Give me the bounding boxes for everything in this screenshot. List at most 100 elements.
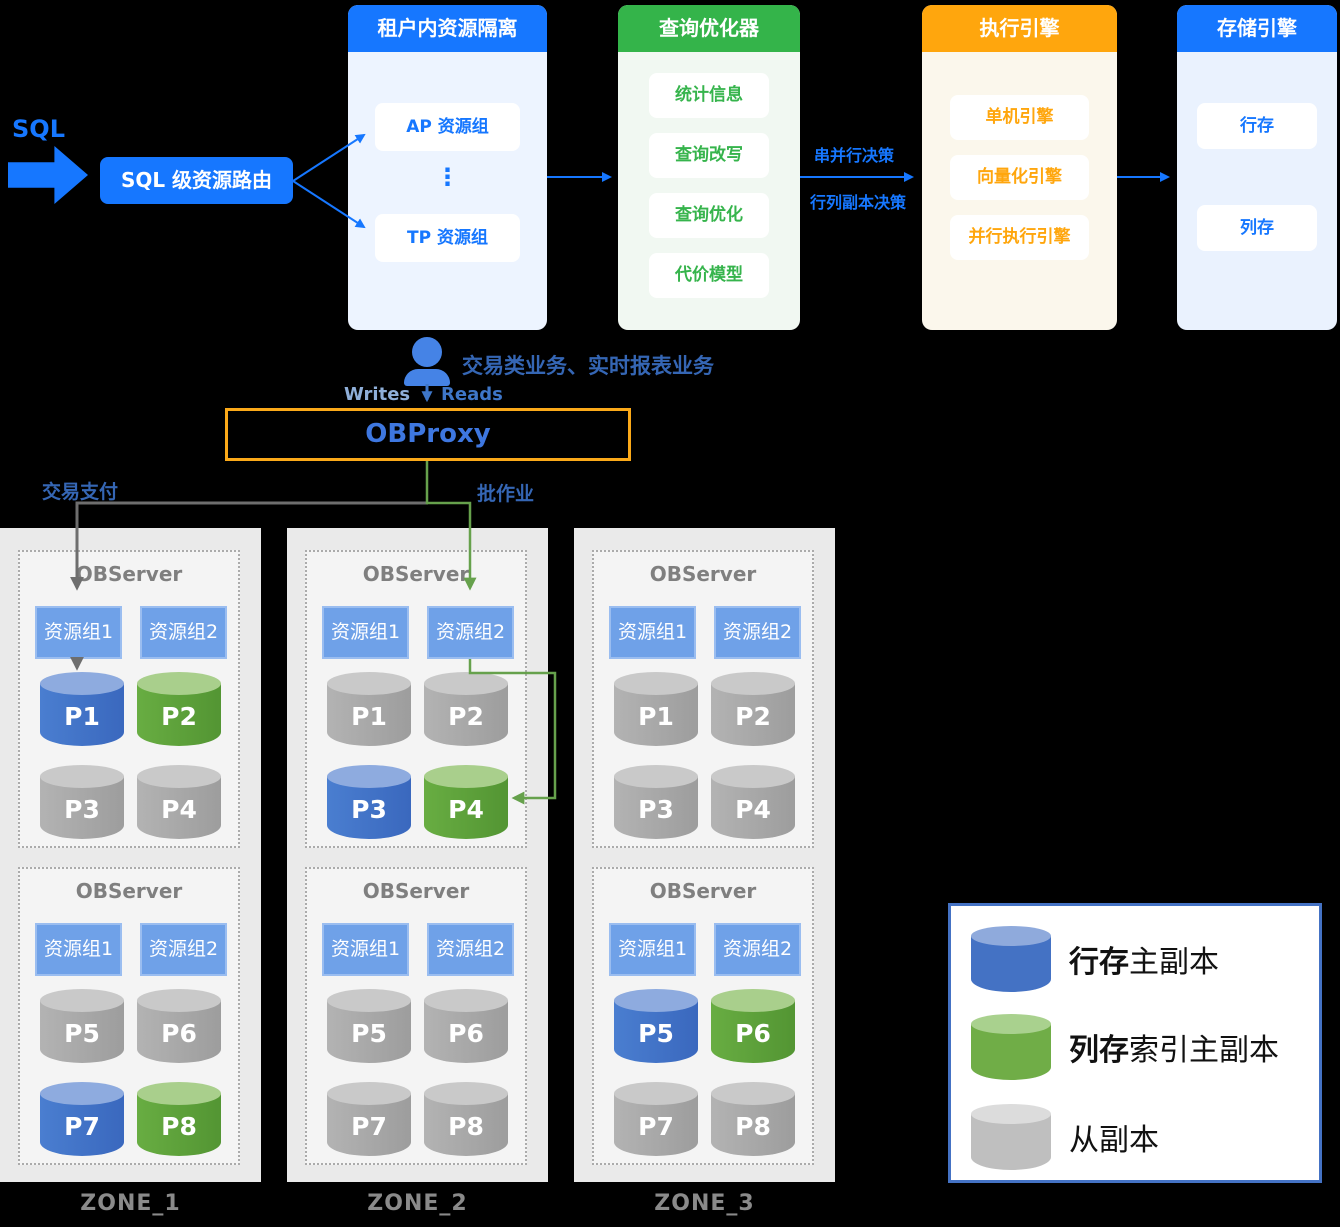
legend-label: 列存索引主副本 xyxy=(1069,1033,1279,1068)
partition-label: P5 xyxy=(64,1019,100,1048)
observer-title: OBServer xyxy=(649,879,757,903)
partition-label: P4 xyxy=(161,795,197,824)
zone-1-label: ZONE_1 xyxy=(80,1191,181,1216)
observer-box: OBServer 资源组1 资源组2 P5 P6 P7 P8 xyxy=(305,867,527,1165)
user-icon xyxy=(412,337,442,367)
observer-box: OBServer 资源组1 资源组2 P5 P6 P7 P8 xyxy=(592,867,814,1165)
resource-group-1: 资源组1 xyxy=(609,923,696,976)
cylinder-top xyxy=(137,989,221,1012)
zone-2: OBServer 资源组1 资源组2 P1 P2 P3 P4 OBServer … xyxy=(287,528,548,1182)
legend-box: 行存主副本 列存索引主副本 从副本 xyxy=(948,903,1322,1183)
pillar-header: 执行引擎 xyxy=(922,5,1117,52)
resource-group-2: 资源组2 xyxy=(140,606,227,659)
partition-cylinder: P5 xyxy=(40,989,124,1063)
cylinder-top xyxy=(327,1082,411,1105)
card-vectorized-engine: 向量化引擎 xyxy=(950,155,1089,200)
partition-cylinder: P3 xyxy=(40,765,124,839)
partition-label: P4 xyxy=(735,795,771,824)
observer-title: OBServer xyxy=(75,879,183,903)
partition-label: P3 xyxy=(351,795,387,824)
observer-title: OBServer xyxy=(362,879,470,903)
partition-label: P8 xyxy=(448,1112,484,1141)
partition-label: P2 xyxy=(448,702,484,731)
partition-label: P8 xyxy=(735,1112,771,1141)
partition-label: P5 xyxy=(638,1019,674,1048)
pillar-query-optimizer: 查询优化器 统计信息 查询改写 查询优化 代价模型 xyxy=(618,5,800,330)
cylinder-top xyxy=(424,672,508,695)
cylinder-top xyxy=(40,672,124,695)
partition-cylinder: P6 xyxy=(137,989,221,1063)
observer-title: OBServer xyxy=(75,562,183,586)
legend-label: 行存主副本 xyxy=(1069,945,1219,980)
cylinder-top xyxy=(711,1082,795,1105)
legend-label: 从副本 xyxy=(1069,1123,1159,1158)
sql-input-arrow-icon xyxy=(8,146,88,204)
partition-cylinder: P2 xyxy=(137,672,221,746)
obproxy-box: OBProxy xyxy=(225,408,631,461)
observer-box: OBServer 资源组1 资源组2 P1 P2 P3 P4 xyxy=(18,550,240,848)
zone-3-label: ZONE_3 xyxy=(654,1191,755,1216)
zone-3: OBServer 资源组1 资源组2 P1 P2 P3 P4 OBServer … xyxy=(574,528,835,1182)
card-single-machine-engine: 单机引擎 xyxy=(950,95,1089,140)
partition-label: P7 xyxy=(351,1112,387,1141)
resource-group-1: 资源组1 xyxy=(609,606,696,659)
cylinder-top xyxy=(711,672,795,695)
zone-1: OBServer 资源组1 资源组2 P1 P2 P3 P4 OBServer … xyxy=(0,528,261,1182)
partition-cylinder: P2 xyxy=(424,672,508,746)
cylinder-top xyxy=(971,1104,1051,1124)
card-parallel-execution-engine: 并行执行引擎 xyxy=(950,215,1089,260)
cylinder-top xyxy=(424,989,508,1012)
partition-cylinder: P1 xyxy=(614,672,698,746)
partition-label: P6 xyxy=(735,1019,771,1048)
user-icon-body xyxy=(404,369,450,386)
partition-cylinder: P2 xyxy=(711,672,795,746)
cylinder-top xyxy=(614,765,698,788)
cylinder-top xyxy=(614,672,698,695)
legend-cylinder xyxy=(971,1104,1051,1170)
resource-group-2: 资源组2 xyxy=(714,606,801,659)
partition-cylinder: P5 xyxy=(327,989,411,1063)
partition-label: P8 xyxy=(161,1112,197,1141)
resource-group-2: 资源组2 xyxy=(427,923,514,976)
partition-cylinder: P5 xyxy=(614,989,698,1063)
sql-resource-router-box: SQL 级资源路由 xyxy=(100,157,293,204)
pillar-execution-engine: 执行引擎 单机引擎 向量化引擎 并行执行引擎 xyxy=(922,5,1117,330)
observer-box: OBServer 资源组1 资源组2 P1 P2 P3 P4 xyxy=(592,550,814,848)
resource-group-1: 资源组1 xyxy=(35,923,122,976)
cylinder-top xyxy=(40,1082,124,1105)
card-column-store: 列存 xyxy=(1197,205,1317,251)
resource-group-1: 资源组1 xyxy=(35,606,122,659)
legend-cylinder xyxy=(971,926,1051,992)
cylinder-top xyxy=(711,765,795,788)
cylinder-top xyxy=(137,672,221,695)
zone-2-label: ZONE_2 xyxy=(367,1191,468,1216)
partition-cylinder: P6 xyxy=(424,989,508,1063)
resource-group-1: 资源组1 xyxy=(322,606,409,659)
cylinder-top xyxy=(327,989,411,1012)
resource-group-1: 资源组1 xyxy=(322,923,409,976)
partition-cylinder: P7 xyxy=(40,1082,124,1156)
partition-cylinder: P4 xyxy=(137,765,221,839)
resource-group-2: 资源组2 xyxy=(427,606,514,659)
workload-caption: 交易类业务、实时报表业务 xyxy=(462,354,714,378)
cylinder-top xyxy=(40,989,124,1012)
cylinder-top xyxy=(327,765,411,788)
partition-label: P6 xyxy=(161,1019,197,1048)
partition-cylinder: P6 xyxy=(711,989,795,1063)
resource-group-2: 资源组2 xyxy=(140,923,227,976)
cylinder-top xyxy=(40,765,124,788)
card-tp-resource-group: TP 资源组 xyxy=(375,214,520,262)
card-query-optimization: 查询优化 xyxy=(649,193,769,238)
card-row-store: 行存 xyxy=(1197,103,1317,149)
partition-cylinder: P8 xyxy=(137,1082,221,1156)
pillar-header: 租户内资源隔离 xyxy=(348,5,547,52)
cylinder-top xyxy=(137,765,221,788)
writes-label: Writes xyxy=(344,384,411,405)
pillar-tenant-resource-isolation: 租户内资源隔离 AP 资源组 ⋮ TP 资源组 xyxy=(348,5,547,330)
partition-label: P4 xyxy=(448,795,484,824)
partition-label: P6 xyxy=(448,1019,484,1048)
observer-box: OBServer 资源组1 资源组2 P5 P6 P7 P8 xyxy=(18,867,240,1165)
observer-title: OBServer xyxy=(362,562,470,586)
legend-cylinder xyxy=(971,1014,1051,1080)
